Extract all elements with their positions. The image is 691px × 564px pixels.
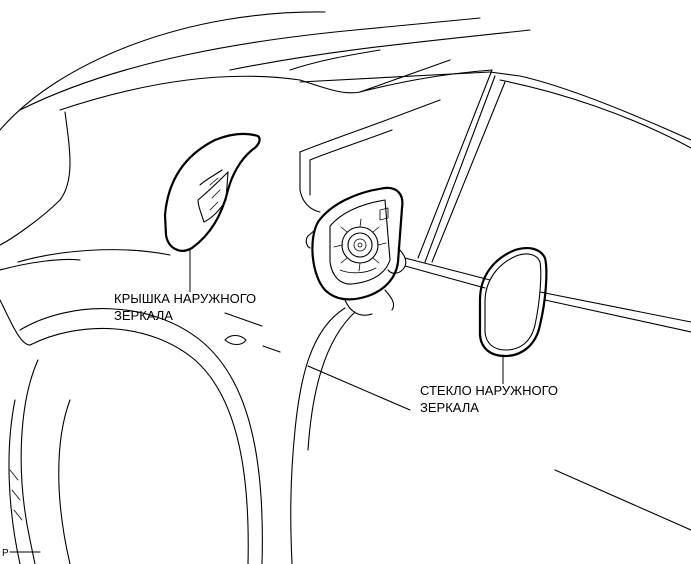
mirror-cover-part [163, 132, 261, 252]
mirror-glass-part [478, 247, 548, 358]
mirror-housing-on-door [305, 186, 407, 316]
mirror-cover-label-line1: КРЫШКА НАРУЖНОГО [114, 291, 257, 306]
mirror-glass-label: СТЕКЛО НАРУЖНОГО ЗЕРКАЛА [420, 382, 558, 416]
figure-code: P [2, 548, 9, 559]
mirror-cover-label: КРЫШКА НАРУЖНОГО ЗЕРКАЛА [114, 290, 256, 324]
mirror-cover-label-line2: ЗЕРКАЛА [114, 308, 173, 323]
car-body-outline [0, 11, 691, 564]
mirror-glass-label-line1: СТЕКЛО НАРУЖНОГО [420, 383, 559, 398]
mirror-glass-label-line2: ЗЕРКАЛА [420, 400, 479, 415]
